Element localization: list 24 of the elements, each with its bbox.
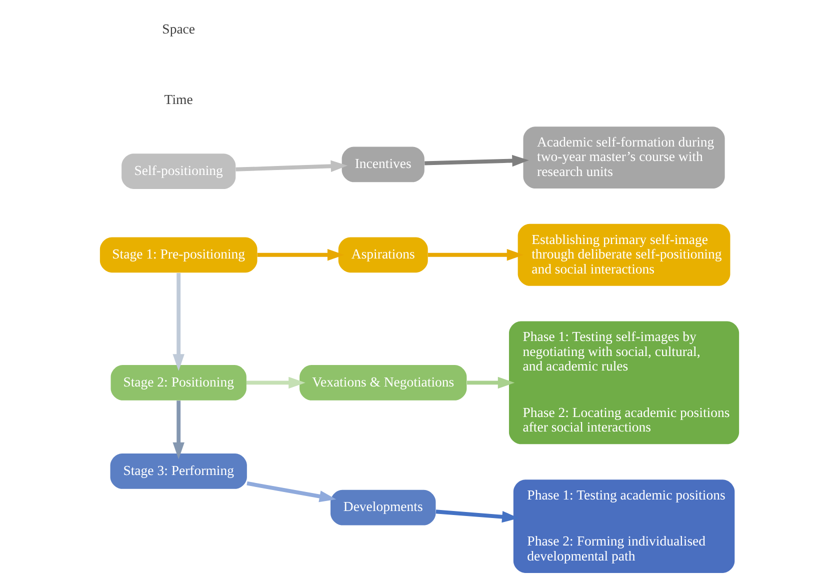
- node-box: Self-positioning: [121, 154, 236, 189]
- arrow: [466, 376, 514, 389]
- arrow: [235, 160, 348, 172]
- node-box: Establishing primary self-image through deliberate self-positioning and social interactions: [517, 224, 730, 286]
- arrow: [246, 481, 336, 502]
- node-box: Stage 2: Positioning: [110, 365, 246, 400]
- node-box: Vexations & Negotiations: [299, 365, 466, 400]
- node-box: Phase 1: Testing academic positions Phase 2: Forming individualised developmental path: [512, 480, 734, 573]
- arrow: [435, 510, 518, 523]
- arrow: [424, 154, 528, 167]
- label: Time: [164, 92, 192, 108]
- node-box: Stage 3: Performing: [110, 454, 246, 489]
- node-box: Stage 1: Pre-positioning: [99, 237, 257, 273]
- node-box: Incentives: [341, 146, 424, 182]
- arrow: [172, 272, 184, 371]
- arrow: [246, 376, 305, 389]
- arrow: [427, 249, 524, 261]
- arrow: [172, 400, 184, 460]
- arrow: [256, 249, 344, 261]
- label: Space: [162, 21, 195, 36]
- node-box: Developments: [330, 490, 436, 526]
- node-box: Academic self-formation during two-year master’s course with research units: [522, 126, 724, 189]
- node-box: Aspirations: [338, 237, 428, 273]
- node-box: Phase 1: Testing self-images by negotiating with social, cultural, and academic rules Phase 2: Locating academic positions after social interactions: [508, 321, 739, 444]
